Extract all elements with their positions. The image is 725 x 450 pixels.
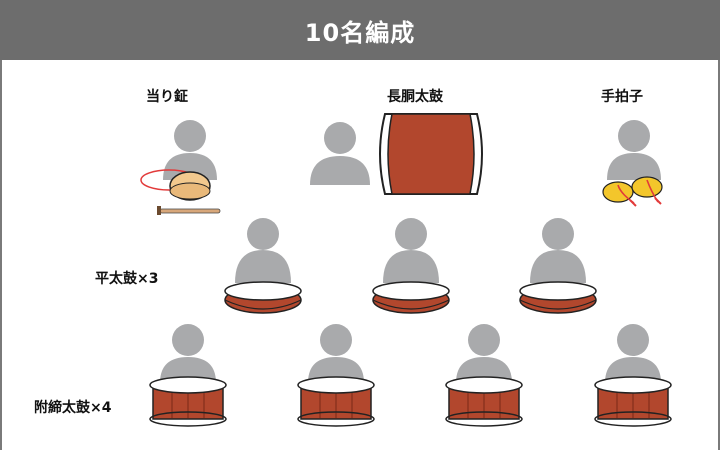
hiradaiko-player-2 <box>372 218 450 314</box>
page-title: 10名編成 <box>0 0 720 60</box>
hiradaiko-player-3 <box>519 218 597 314</box>
label-hiradaiko: 平太鼓×3 <box>95 271 159 287</box>
label-nagadou: 長胴太鼓 <box>387 89 443 105</box>
tsukeshime-player-4 <box>594 324 672 427</box>
tsukeshime-player-1 <box>149 324 227 427</box>
right-border <box>718 60 720 450</box>
atarigane-gong <box>140 169 221 215</box>
tsukeshime-group <box>149 324 672 427</box>
tsukeshime-player-2 <box>297 324 375 427</box>
tsukeshime-player-3 <box>445 324 523 427</box>
label-atarigane: 当り鉦 <box>146 89 188 105</box>
person-atarigane <box>163 120 217 180</box>
label-tebyoushi: 手拍子 <box>601 89 643 105</box>
left-border <box>0 60 2 450</box>
nagadou-drum <box>379 113 483 195</box>
label-tsukeshime: 附締太鼓×4 <box>34 400 112 416</box>
hiradaiko-player-1 <box>224 218 302 314</box>
hiradaiko-group <box>224 218 597 314</box>
person-tebyoushi <box>607 120 661 180</box>
person-nagadou <box>310 122 370 185</box>
stage-illustration <box>140 113 672 427</box>
tebyoushi-cymbals <box>602 176 663 207</box>
